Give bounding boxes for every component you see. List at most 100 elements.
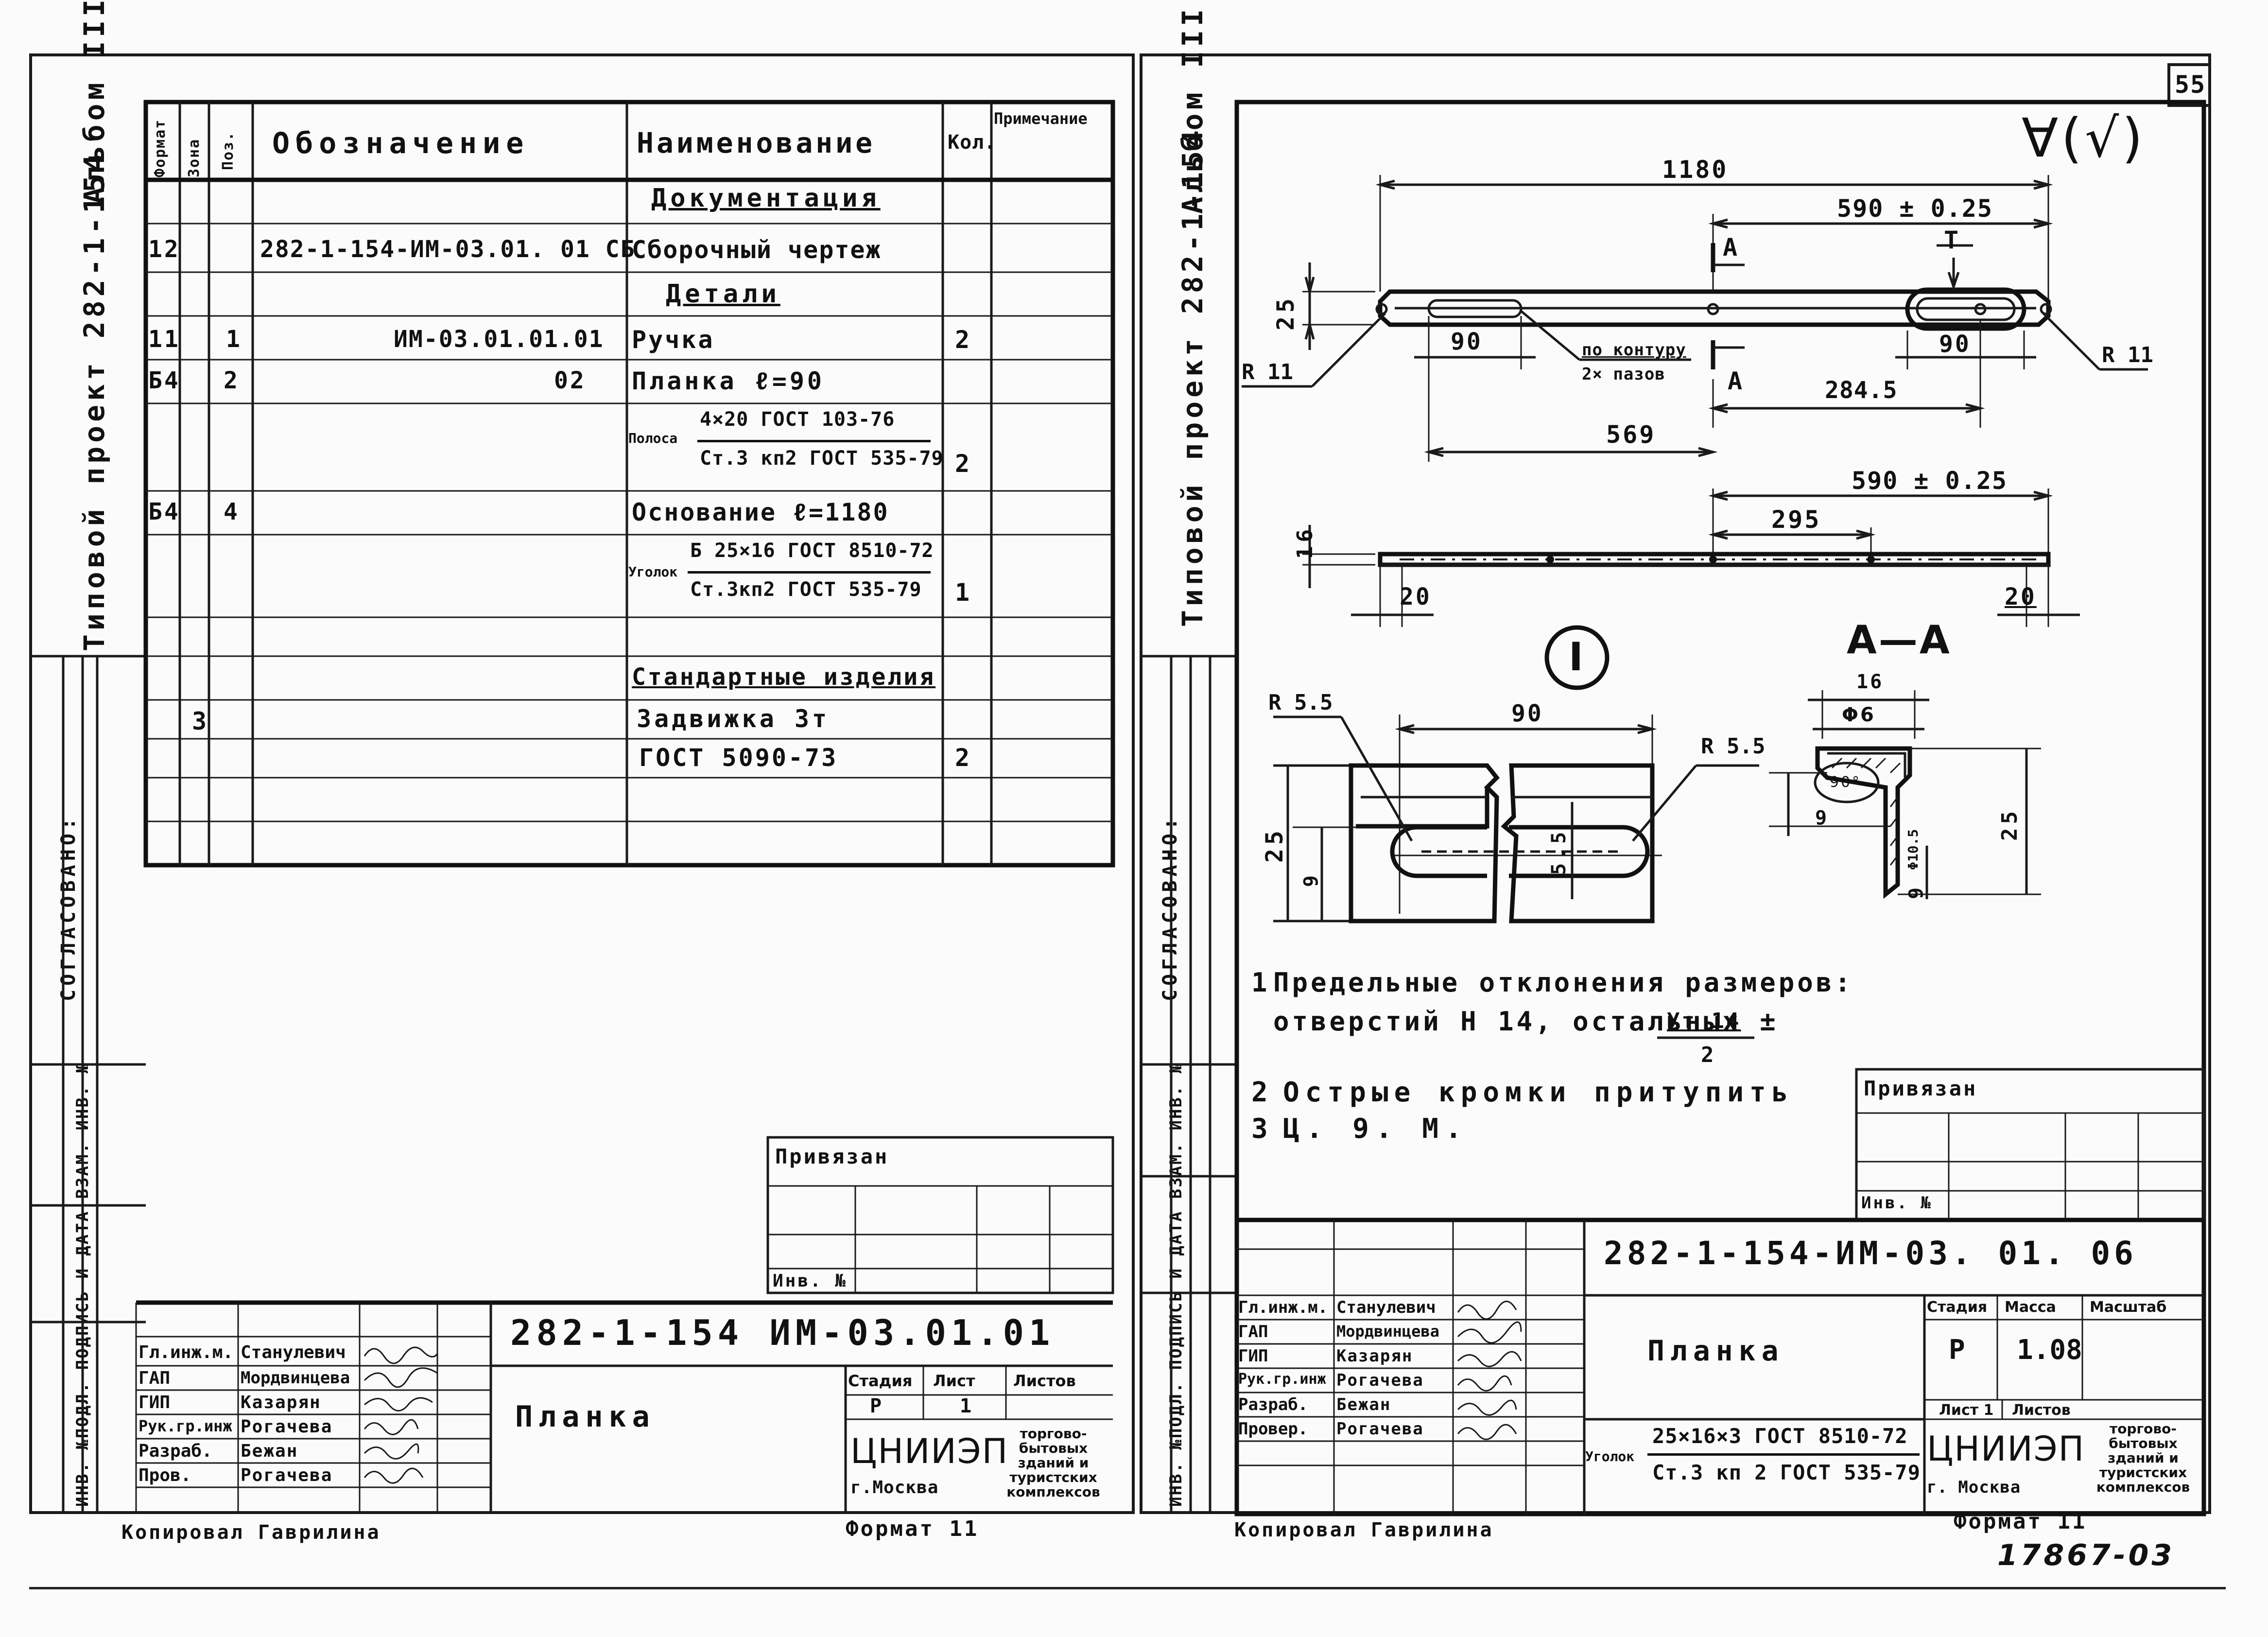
signature-role: Разраб.	[139, 1441, 212, 1461]
dim-20-left: 20	[1400, 583, 1432, 610]
right-doc-title: Планка	[1647, 1334, 1784, 1367]
table-row-format: Б4	[148, 367, 180, 394]
left-sheet-value: 1	[960, 1395, 974, 1417]
right-org-city: г. Москва	[1927, 1478, 2021, 1497]
dim-295: 295	[1771, 505, 1821, 534]
note-contour-2: 2× пазов	[1582, 365, 1665, 384]
table-row-frac-prefix: Полоса	[628, 430, 678, 446]
table-row-qty: 2	[955, 450, 972, 478]
note-2-num: 2	[1251, 1077, 1270, 1108]
signature-role: Разраб.	[1238, 1395, 1308, 1414]
table-row-name: Задвижка 3т	[637, 705, 830, 733]
note-3-num: 3	[1251, 1113, 1270, 1145]
top-view	[1242, 175, 2148, 462]
note-2-text: Острые кромки притупить	[1283, 1077, 1794, 1108]
table-row-frac-top: Б 25×16 ГОСТ 8510-72	[690, 540, 934, 562]
sheet-number-box	[2167, 63, 2211, 107]
dim-20-right: 20	[2005, 583, 2037, 610]
signature-role: Пров.	[139, 1465, 191, 1485]
left-bound-label: Привязан	[775, 1145, 889, 1168]
signature-role: Гл.инж.м.	[1238, 1298, 1328, 1317]
signature-role: ГАП	[139, 1368, 171, 1388]
note-1-num: 1	[1251, 967, 1269, 998]
view-t: Т	[1944, 226, 1961, 254]
left-header-designation: Обозначение	[272, 126, 530, 160]
signature-role: Гл.инж.м.	[139, 1342, 234, 1362]
left-doc-code: 282-1-154 ИМ-03.01.01	[510, 1312, 1055, 1353]
table-row-pos: 2	[224, 367, 240, 394]
table-row-format: 11	[148, 326, 180, 353]
dim-90-right: 90	[1939, 331, 1971, 358]
dim-569: 569	[1606, 420, 1656, 449]
dim-r55-right: R 5.5	[1701, 734, 1766, 759]
left-header-note: Примечание	[994, 109, 1088, 128]
dim-half-tol-2: 590 ± 0.25	[1852, 467, 2008, 495]
table-row-frac-bar	[688, 571, 931, 574]
right-copied: Копировал Гаврилина	[1234, 1519, 1494, 1541]
table-row-frac-top: 4×20 ГОСТ 103-76	[700, 408, 895, 431]
table-row-name: Детали	[666, 279, 780, 309]
signature-name: Рогачева	[1336, 1419, 1424, 1439]
table-row-frac-bar	[697, 440, 931, 442]
table-row-frac-bottom: Ст.3 кп2 ГОСТ 535-79	[700, 447, 944, 470]
note-1-text: Предельные отклонения размеров:	[1273, 967, 1853, 998]
note-tol-bottom: 2	[1701, 1043, 1716, 1067]
left-stage-header: Стадия	[848, 1372, 913, 1390]
section-a-bottom: А	[1728, 367, 1745, 395]
section-aa-label: А—А	[1847, 617, 1952, 662]
dim-r11-left: R 11	[1242, 360, 1293, 384]
right-stage-value: Р	[1949, 1334, 1967, 1366]
detail-mark: I	[1569, 634, 1585, 679]
table-row-frac-bottom: Ст.3кп2 ГОСТ 535-79	[690, 578, 922, 601]
signature-name: Казарян	[241, 1393, 321, 1412]
left-header-name: Наименование	[637, 126, 876, 159]
signature-name: Станулевич	[1336, 1298, 1436, 1317]
table-row-name: Стандартные изделия	[632, 663, 936, 691]
left-header-qty: Кол.	[948, 131, 997, 154]
table-row-name: Ручка	[632, 326, 715, 354]
signature-name: Станулевич	[241, 1342, 346, 1362]
signature-name: Рогачева	[241, 1465, 333, 1485]
sheet-number: 55	[2175, 70, 2206, 99]
roughness-symbol: ∀(√)	[2022, 107, 2146, 169]
dim-phi6: Φ6	[1842, 704, 1876, 726]
left-stage-value: Р	[870, 1395, 884, 1417]
left-org-city: г.Москва	[850, 1478, 939, 1498]
dim-90-detail: 90	[1511, 700, 1543, 727]
right-inv-no-label: Инв. №	[1861, 1193, 1933, 1213]
table-row-format: Б4	[148, 498, 180, 525]
page-bottom-rule	[29, 1587, 2226, 1589]
signature-name: Бежан	[1336, 1395, 1391, 1414]
signature-name: Бежан	[241, 1441, 298, 1461]
note-contour-1: по контуру	[1582, 340, 1686, 360]
dim-284: 284.5	[1825, 377, 1898, 404]
right-org-detail: торгово-бытовых зданий и туристских комп…	[2096, 1421, 2190, 1495]
detail-view	[1273, 625, 1759, 923]
signature-name: Рогачева	[241, 1417, 333, 1437]
left-copied: Копировал Гаврилина	[121, 1521, 381, 1544]
right-format-label: Формат 11	[1954, 1509, 2087, 1534]
signature-role: Рук.гр.инж	[1238, 1371, 1326, 1388]
dim-s16: 16	[1856, 671, 1884, 693]
dim-r55-left: R 5.5	[1268, 690, 1333, 715]
table-row-qty: 2	[955, 326, 972, 354]
right-sheets-header: Листов	[2012, 1402, 2071, 1419]
table-row-frac-prefix: Уголок	[628, 564, 678, 580]
left-doc-title: Планка	[515, 1400, 656, 1434]
table-row-name: Сборочный чертеж	[632, 236, 882, 264]
table-row-zone: 3	[192, 707, 209, 735]
dim-half-tol: 590 ± 0.25	[1837, 194, 1993, 223]
signature-name: Казарян	[1336, 1346, 1413, 1366]
left-sheet-frame	[29, 53, 1135, 1514]
table-row-designation: 02	[554, 367, 586, 394]
left-org-detail: торгово-бытовых зданий и туристских комп…	[1006, 1426, 1100, 1500]
archive-number: 17867-03	[1997, 1538, 2175, 1572]
signature-role: ГИП	[1238, 1346, 1268, 1366]
signature-role: ГИП	[139, 1393, 171, 1412]
dim-r11-right: R 11	[2102, 343, 2153, 367]
dim-s9: 9	[1815, 807, 1829, 829]
right-mass-header: Масса	[2005, 1299, 2056, 1316]
table-row-designation: ИМ-03.01.01.01	[394, 326, 604, 353]
